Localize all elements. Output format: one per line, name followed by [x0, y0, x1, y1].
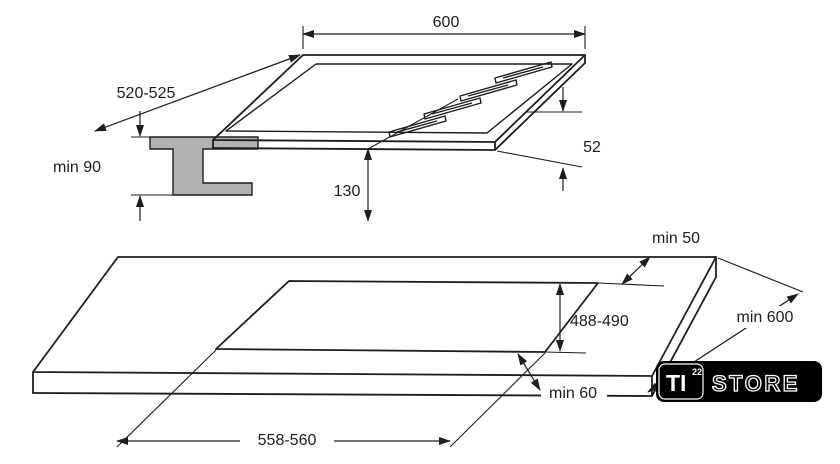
dim-cooktop-height: 52: [496, 87, 601, 191]
mounting-bracket: [149, 136, 259, 196]
dim-burner-offset: 130: [334, 98, 459, 222]
label-mask: [240, 429, 334, 450]
logo-background: [656, 361, 822, 402]
grate-bar: [459, 79, 518, 102]
label-mask: [720, 306, 810, 328]
logo-brand-superscript: 22: [692, 367, 702, 377]
dimension-line: [621, 256, 651, 285]
cutout-width-label: 558-560: [258, 432, 317, 449]
grate-bar: [494, 61, 553, 84]
logo-brand-text: TI: [666, 370, 686, 396]
extension-line: [496, 150, 583, 168]
dim-worktop-depth: min 600: [647, 257, 810, 393]
grate-bar-inner: [502, 66, 544, 79]
clearance-label: min 90: [53, 159, 101, 176]
dim-cooktop-depth: 520-525: [94, 54, 301, 132]
worktop-view: min 50 488-490 min 600 min 60 558-5: [32, 230, 810, 450]
dim-back-gap: min 50: [597, 230, 700, 287]
dim-cooktop-width: 600: [302, 14, 586, 49]
cooktop-view: 600 520-525 min 90 130 52: [53, 14, 601, 222]
grate-bar: [388, 115, 447, 138]
dimension-line: [94, 54, 301, 132]
cutout-depth-label: 488-490: [570, 313, 629, 330]
dim-min-clearance: min 90: [53, 111, 176, 221]
ti-store-logo: TI 22 STORE: [656, 361, 822, 402]
cooktop-width-label: 600: [433, 14, 460, 31]
cooktop-right-bottom-edge: [494, 62, 586, 151]
extension-line: [597, 282, 665, 287]
cooktop-front-bottom-edge: [212, 147, 496, 151]
grate-bar-inner: [396, 120, 438, 133]
worktop-depth-label: min 600: [737, 309, 794, 326]
logo-store-text: STORE: [712, 371, 800, 396]
worktop-cutout: [215, 280, 599, 353]
burner-offset-label: 130: [334, 183, 361, 200]
burner-grates: [388, 61, 553, 138]
extension-line: [717, 257, 804, 293]
front-gap-label: min 60: [549, 385, 597, 402]
cooktop-depth-label: 520-525: [117, 85, 176, 102]
extension-line: [449, 352, 546, 448]
leader-line: [367, 98, 459, 150]
dim-front-gap: min 60: [517, 353, 607, 403]
label-mask: [541, 384, 607, 403]
grate-bar-inner: [431, 102, 473, 115]
dim-cutout-depth: 488-490: [544, 283, 629, 354]
extension-line: [544, 351, 587, 354]
logo-brand-frame: [658, 363, 704, 400]
dim-cutout-width: 558-560: [116, 349, 546, 450]
cooktop-height-label: 52: [583, 139, 601, 156]
dimension-line: [517, 353, 541, 391]
back-gap-label: min 50: [652, 230, 700, 247]
extension-line: [116, 349, 217, 448]
cooktop-surface-inset: [225, 63, 573, 134]
grate-bar-inner: [467, 84, 509, 97]
